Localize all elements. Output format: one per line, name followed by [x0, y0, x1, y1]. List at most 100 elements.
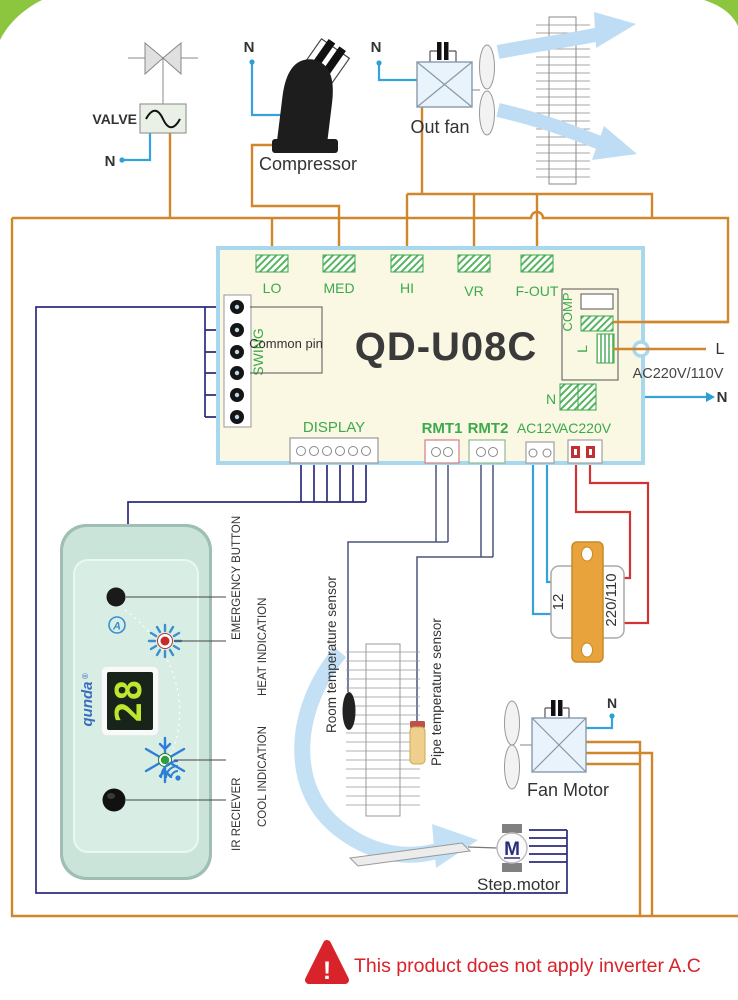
comp-label: COMP	[560, 293, 575, 332]
rmt1-label: RMT1	[422, 420, 463, 437]
ac220v-connector: AC220V	[559, 420, 612, 464]
display-screen	[107, 672, 153, 730]
mounting-hole-icon	[581, 546, 593, 562]
compressor-dome	[276, 59, 333, 149]
ir-receiver	[102, 788, 126, 812]
rmt2-pin-wires	[480, 463, 494, 557]
fan-speed-terminals: LO MED HI VR F-OUT	[255, 254, 559, 299]
rmt2-label: RMT2	[468, 420, 509, 437]
fanmotor-blade-icon	[504, 700, 520, 746]
common-pin-bracket	[250, 306, 323, 374]
transformer-component: 12 220/110	[550, 541, 625, 663]
sine-wave-icon	[145, 109, 181, 129]
decorative-dotted-arc	[124, 609, 181, 757]
temperature-readout: 28	[109, 679, 150, 722]
board-model: QD-U08C	[355, 325, 538, 369]
warning-mark: !	[323, 957, 331, 985]
leaf-decoration-top-right-icon	[704, 0, 738, 26]
valve-butterfly-icon	[144, 41, 164, 76]
step-motor-label: Step.motor	[477, 875, 560, 894]
ac220v-label: AC220V	[559, 420, 612, 436]
fanmotor-neutral-wire	[586, 717, 614, 730]
supply-live-label: L	[716, 341, 725, 358]
pipe-sensor-label: Pipe temperature sensor	[429, 618, 444, 766]
rmt2-connector: RMT2	[468, 420, 509, 464]
fanmotor-wire-2	[586, 751, 654, 916]
terminal-lo-label: LO	[263, 280, 282, 296]
fan-motor-component: Fan Motor N	[504, 695, 617, 800]
fanmotor-capacitor-icon	[551, 700, 556, 716]
fan-speed-bus	[407, 192, 654, 218]
ac220v-wire-2	[588, 458, 650, 625]
board-neutral-terminal: N	[546, 383, 597, 411]
room-sensor-wire	[347, 541, 448, 692]
ac12v-label: AC12V	[517, 420, 562, 436]
ac12v-connector: AC12V	[517, 420, 562, 464]
ac12v-wire-1	[531, 463, 551, 616]
valve-neutral-wire	[122, 133, 152, 162]
remote-display-panel: A 28 qunda ®	[60, 516, 269, 880]
display-bus-wire	[127, 501, 366, 530]
brand-mark: ®	[81, 673, 90, 679]
fanmotor-neutral-label: N	[607, 695, 617, 711]
valve-component: VALVE N	[92, 41, 198, 170]
louver-flap	[348, 842, 472, 867]
comp-relay-block: COMP L	[560, 288, 619, 381]
compressor-label: Compressor	[259, 154, 357, 174]
swing-label: SWING	[250, 328, 266, 375]
compressor-neutral-label: N	[244, 39, 255, 56]
emergency-button-label: EMERGENCY BUTTON	[231, 516, 243, 640]
live-supply-wire	[613, 320, 728, 351]
ir-receiver-label: IR RECIEVER	[231, 778, 243, 852]
common-pin-label: Common pin	[249, 336, 323, 351]
warning-banner: ! This product does not apply inverter A…	[305, 940, 701, 985]
live-wires	[574, 458, 650, 625]
terminal-fout-label: F-OUT	[516, 283, 559, 299]
room-temperature-sensor	[342, 692, 356, 730]
auto-badge-letter: A	[112, 621, 121, 633]
board-body	[216, 246, 645, 465]
ac220v-wire-1	[574, 458, 632, 580]
swing-stepmotor-loop	[35, 306, 568, 894]
supply-neutral-label: N	[717, 389, 728, 406]
transformer-core	[571, 541, 604, 663]
outfan-neutral-label: N	[371, 39, 382, 56]
compressor-neutral-wire	[250, 62, 284, 117]
terminal-med-label: MED	[323, 280, 354, 296]
mounting-hole-icon-2	[581, 642, 593, 658]
emergency-button[interactable]	[106, 587, 126, 607]
capacitor-icon	[437, 42, 442, 60]
warning-text: This product does not apply inverter A.C	[354, 955, 701, 977]
ir-signal-icon	[160, 760, 179, 779]
live-terminal-label: L	[574, 345, 590, 353]
control-board: QD-U08C LO MED HI VR F-OUT SWIN	[216, 246, 650, 465]
callout-lines	[126, 596, 226, 801]
outfan-neutral-wire	[377, 63, 417, 82]
neutral-wires	[122, 62, 706, 730]
pipe-sensor-wire	[416, 556, 493, 722]
brand-logo: qunda	[79, 682, 96, 727]
pipe-temperature-sensor	[409, 721, 426, 765]
power-bus-top	[12, 210, 730, 324]
neutral-arrowhead-icon	[706, 392, 715, 402]
fan-motor-label: Fan Motor	[527, 780, 609, 800]
valve-label: VALVE	[92, 111, 137, 127]
cool-indication-label: COOL INDICATION	[257, 726, 269, 827]
rmt1-connector: RMT1	[422, 420, 463, 464]
display-pin-wires	[300, 463, 367, 502]
fanmotor-wire-1	[586, 740, 642, 916]
swing-connector: SWING Common pin	[223, 294, 323, 428]
auto-badge-icon	[108, 616, 126, 634]
power-border-loop	[10, 218, 738, 918]
out-fan-component: Out fan N	[371, 39, 495, 137]
step-motor-component: M Step.motor	[348, 824, 560, 894]
fan-blade-icon	[479, 44, 495, 90]
supply-voltage-label: AC220V/110V	[633, 366, 724, 382]
outfan-label: Out fan	[410, 117, 469, 137]
sensor-wires	[347, 463, 494, 722]
outdoor-airflow-arrows-icon	[496, 12, 637, 160]
neutral-terminal-label: N	[546, 391, 556, 407]
compressor-power-wire	[250, 143, 341, 255]
stepmotor-wires	[529, 829, 567, 863]
